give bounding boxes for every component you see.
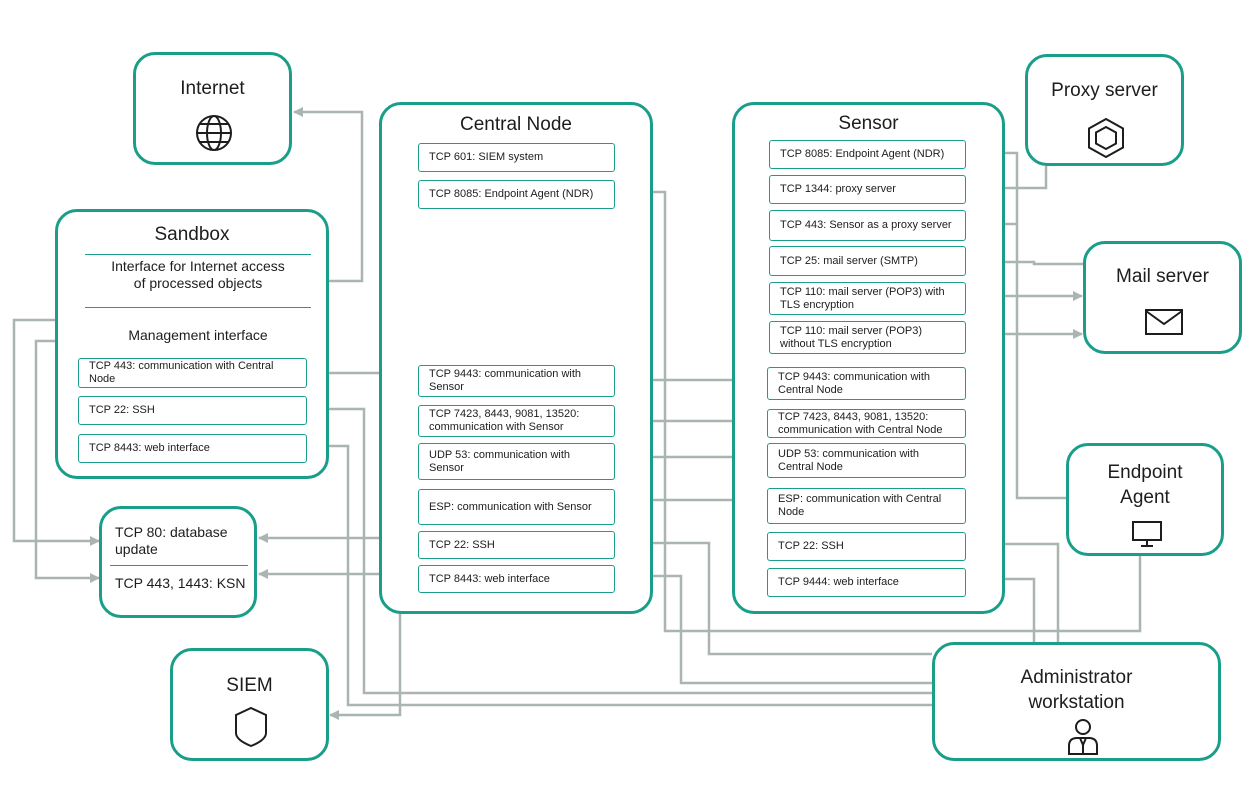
administrator-workstation-node: Administrator workstation [932, 642, 1221, 761]
siem-title: SIEM [226, 675, 273, 696]
envelope-icon [1145, 309, 1183, 335]
endpoint-agent-title: Endpoint Agent [1107, 462, 1183, 508]
sandbox-port-8443: TCP 8443: web interface [78, 434, 307, 463]
sandbox-title: Sandbox [154, 224, 230, 245]
sandbox-divider-bottom [85, 307, 311, 308]
hexagon-icon [1088, 117, 1124, 159]
central-node-title: Central Node [460, 114, 572, 135]
sensor-port-110-notls: TCP 110: mail server (POP3) without TLS … [769, 321, 966, 354]
central-node: Central Node TCP 601: SIEM system TCP 80… [379, 102, 653, 614]
central-port-601: TCP 601: SIEM system [418, 143, 615, 172]
sensor-node: Sensor TCP 8085: Endpoint Agent (NDR) TC… [732, 102, 1005, 614]
sensor-port-8085: TCP 8085: Endpoint Agent (NDR) [769, 140, 966, 169]
internet-node: Internet [133, 52, 292, 165]
sensor-title: Sensor [838, 113, 899, 134]
monitor-icon [1132, 521, 1162, 547]
sensor-port-9443: TCP 9443: communication with Central Nod… [767, 367, 966, 400]
sandbox-port-443: TCP 443: communication with Central Node [78, 358, 307, 388]
sandbox-management-interface: Management interface [128, 327, 268, 343]
db-update-node: TCP 80: database update TCP 443, 1443: K… [99, 506, 257, 618]
sensor-port-9444: TCP 9444: web interface [767, 568, 966, 597]
endpoint-agent-node: Endpoint Agent [1066, 443, 1224, 556]
central-port-esp: ESP: communication with Sensor [418, 489, 615, 525]
db-update-label: TCP 80: database update [115, 524, 228, 557]
person-icon [1068, 719, 1098, 755]
sensor-port-25: TCP 25: mail server (SMTP) [769, 246, 966, 276]
internet-title: Internet [180, 78, 245, 99]
central-port-udp53: UDP 53: communication with Sensor [418, 443, 615, 480]
shield-icon [235, 706, 267, 748]
siem-node: SIEM [170, 648, 329, 761]
sandbox-node: Sandbox Interface for Internet access of… [55, 209, 329, 479]
db-update-divider [110, 565, 248, 566]
mail-server-title: Mail server [1116, 266, 1209, 287]
central-port-8085: TCP 8085: Endpoint Agent (NDR) [418, 180, 615, 209]
sensor-port-udp53: UDP 53: communication with Central Node [767, 443, 966, 478]
sensor-port-443: TCP 443: Sensor as a proxy server [769, 210, 966, 241]
central-port-7423: TCP 7423, 8443, 9081, 13520: communicati… [418, 405, 615, 437]
administrator-workstation-title: Administrator workstation [1020, 667, 1133, 713]
proxy-server-title: Proxy server [1051, 80, 1158, 101]
globe-icon [196, 115, 232, 151]
sandbox-internet-interface: Interface for Internet access of process… [111, 258, 285, 291]
central-port-9443: TCP 9443: communication with Sensor [418, 365, 615, 397]
sandbox-divider-top [85, 254, 311, 255]
sensor-port-110-tls: TCP 110: mail server (POP3) with TLS enc… [769, 282, 966, 315]
sensor-port-esp: ESP: communication with Central Node [767, 488, 966, 524]
central-port-22: TCP 22: SSH [418, 531, 615, 559]
sensor-port-1344: TCP 1344: proxy server [769, 175, 966, 204]
sandbox-port-22: TCP 22: SSH [78, 396, 307, 425]
proxy-server-node: Proxy server [1025, 54, 1184, 166]
central-port-8443: TCP 8443: web interface [418, 565, 615, 593]
sensor-port-22: TCP 22: SSH [767, 532, 966, 561]
mail-server-node: Mail server [1083, 241, 1242, 354]
ksn-label: TCP 443, 1443: KSN [115, 575, 246, 591]
sensor-port-7423: TCP 7423, 8443, 9081, 13520: communicati… [767, 409, 966, 438]
